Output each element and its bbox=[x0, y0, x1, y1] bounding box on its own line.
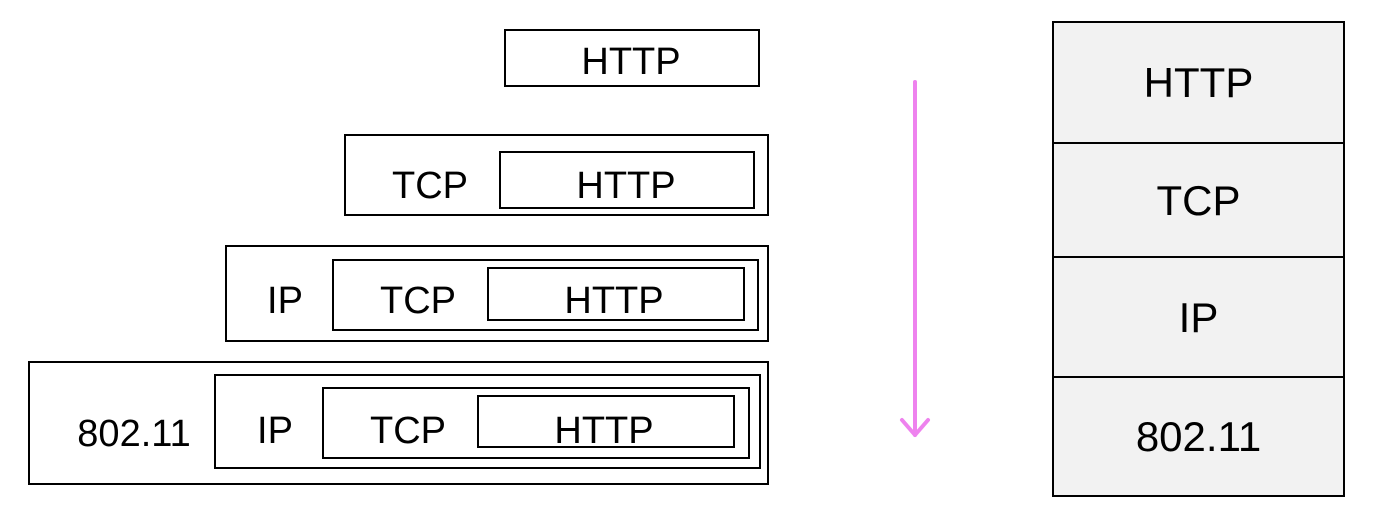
down-arrow-icon bbox=[900, 80, 930, 437]
stack-layer-80211: 802.11 bbox=[1054, 376, 1343, 495]
http-label: HTTP bbox=[564, 280, 664, 322]
stack-layer-http: HTTP bbox=[1143, 59, 1254, 106]
80211-label: 802.11 bbox=[77, 413, 191, 455]
ip-label: IP bbox=[257, 410, 293, 452]
arrow-head bbox=[900, 418, 930, 437]
http-box bbox=[487, 267, 745, 321]
stack-layer-ip: IP bbox=[1054, 256, 1343, 377]
stack-layer-tcp: TCP bbox=[1054, 142, 1343, 257]
http-label: HTTP bbox=[581, 41, 681, 83]
http-label: HTTP bbox=[554, 410, 654, 452]
tcp-label: TCP bbox=[392, 165, 468, 207]
protocol-stack: HTTP TCP IP 802.11 bbox=[1052, 21, 1345, 497]
http-label: HTTP bbox=[576, 165, 676, 207]
http-box bbox=[504, 29, 760, 87]
http-box bbox=[499, 151, 755, 209]
tcp-label: TCP bbox=[380, 280, 456, 322]
tcp-label: TCP bbox=[370, 410, 446, 452]
ip-label: IP bbox=[267, 280, 303, 322]
http-box bbox=[477, 395, 735, 448]
